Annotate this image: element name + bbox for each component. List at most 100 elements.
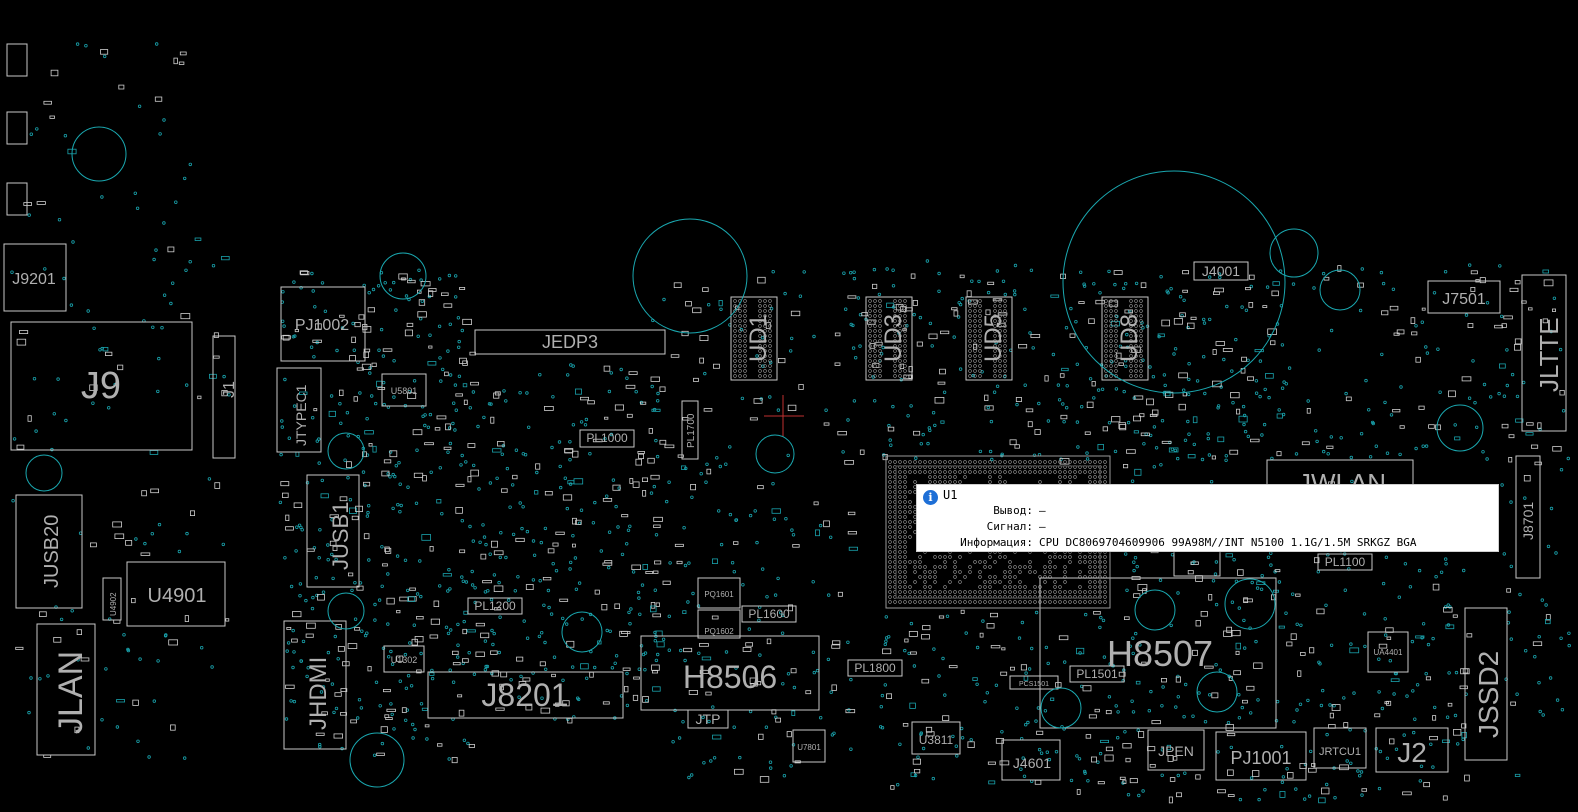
bga-ball (903, 535, 907, 539)
outline-layer (3, 43, 1567, 781)
smd-pad (1059, 373, 1065, 378)
bga-ball (1103, 570, 1107, 574)
smd-pad (354, 321, 361, 328)
smd-pad (443, 303, 453, 308)
bga-ball (993, 575, 997, 579)
smd-pad (831, 684, 837, 691)
via (1122, 389, 1126, 394)
smd-pad (112, 521, 122, 528)
via (1363, 644, 1367, 649)
bga-ball (988, 470, 992, 474)
via (732, 570, 736, 574)
via (780, 613, 785, 618)
bga-ball (873, 374, 877, 378)
via (150, 532, 154, 536)
via (637, 667, 641, 671)
smd-pad (429, 672, 435, 676)
bga-ball (1103, 480, 1107, 484)
via (1132, 568, 1136, 573)
bga-ball (983, 600, 987, 604)
via (789, 764, 793, 768)
smd-pad (619, 630, 628, 637)
bga-ball (1129, 329, 1133, 333)
via (882, 453, 886, 457)
bga-ball (953, 590, 957, 594)
via (969, 738, 973, 742)
label-pq1601: PQ1601 (704, 590, 734, 599)
smd-pad (281, 335, 291, 340)
smd-pad (984, 394, 989, 402)
smd-pad (1545, 614, 1551, 621)
bga-ball (943, 600, 947, 604)
via (444, 625, 449, 629)
smd-pad (552, 542, 559, 547)
via (1277, 408, 1281, 412)
via (470, 583, 475, 587)
bga-ball (913, 565, 917, 569)
via (319, 690, 324, 694)
smd-pad (401, 277, 406, 281)
via (784, 517, 788, 521)
smd-pad (462, 318, 472, 325)
smd-pad (334, 692, 342, 697)
bga-ball (968, 349, 972, 353)
via (569, 363, 573, 367)
smd-pad (910, 273, 916, 279)
bga-ball (973, 314, 977, 318)
bga-ball (1093, 475, 1097, 479)
smd-pad (295, 451, 300, 457)
smd-pad (339, 314, 345, 318)
via (284, 717, 289, 721)
bga-ball (978, 339, 982, 343)
via (588, 452, 592, 456)
smd-pad (429, 546, 434, 552)
via (1269, 563, 1273, 567)
smd-pad (1236, 408, 1241, 415)
bga-ball (1134, 354, 1138, 358)
smd-pad (787, 404, 797, 412)
bga-ball (1048, 555, 1052, 559)
via (1203, 720, 1208, 724)
via (476, 424, 480, 429)
bga-ball (1008, 575, 1012, 579)
bga-ball (983, 565, 987, 569)
via (930, 344, 934, 348)
smd-pad (642, 564, 649, 570)
bga-ball (968, 354, 972, 358)
via (719, 542, 724, 547)
smd-pad (1179, 312, 1186, 318)
smd-pad (436, 415, 447, 420)
via (489, 402, 493, 406)
bga-ball (1103, 565, 1107, 569)
via (1047, 757, 1052, 762)
smd-pad (1169, 777, 1176, 782)
via (210, 665, 214, 669)
via (550, 445, 554, 450)
via (1159, 463, 1163, 467)
tooltip-value: — (1039, 520, 1046, 533)
via (1474, 425, 1479, 429)
smd-pad (1265, 373, 1274, 379)
smd-pad (459, 286, 466, 290)
smd-pad (534, 490, 539, 495)
via (704, 480, 708, 484)
smd-pad (466, 629, 476, 633)
via (326, 558, 330, 562)
smd-pad (544, 405, 554, 411)
smd-pad (1386, 636, 1392, 640)
via (301, 639, 306, 644)
bga-ball (763, 349, 767, 353)
smd-pad (662, 580, 671, 585)
via (1160, 419, 1165, 423)
via (1176, 591, 1180, 595)
bga-ball (1103, 595, 1107, 599)
bga-ball (733, 319, 737, 323)
via (1037, 747, 1042, 752)
via (927, 426, 931, 430)
via (1250, 580, 1254, 585)
smd-pad (50, 69, 59, 77)
smd-pad (775, 717, 782, 723)
smd-pad (385, 547, 392, 554)
